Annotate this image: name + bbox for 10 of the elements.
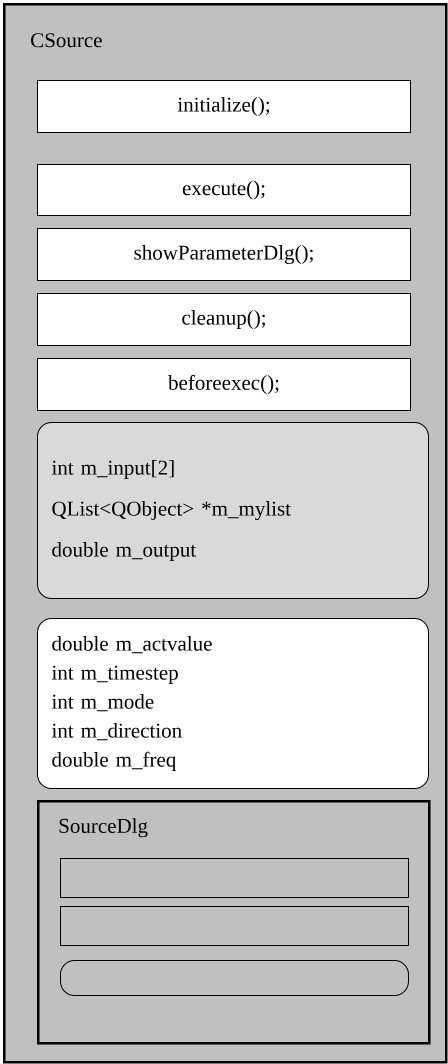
method-box: execute(); [37, 164, 411, 216]
method-box: beforeexec(); [37, 358, 411, 411]
field-box: int m_input[2] QList<QObject> *m_mylist double m_output [37, 422, 429, 599]
method-box: showParameterDlg(); [37, 228, 411, 281]
method-box: initialize(); [37, 80, 411, 133]
empty-box [60, 960, 409, 996]
method-box: cleanup(); [37, 293, 411, 346]
field-box: double m_actvalue int m_timestep int m_mode int m_direction double m_freq [37, 618, 429, 789]
empty-box [60, 906, 409, 946]
empty-box [60, 858, 409, 898]
